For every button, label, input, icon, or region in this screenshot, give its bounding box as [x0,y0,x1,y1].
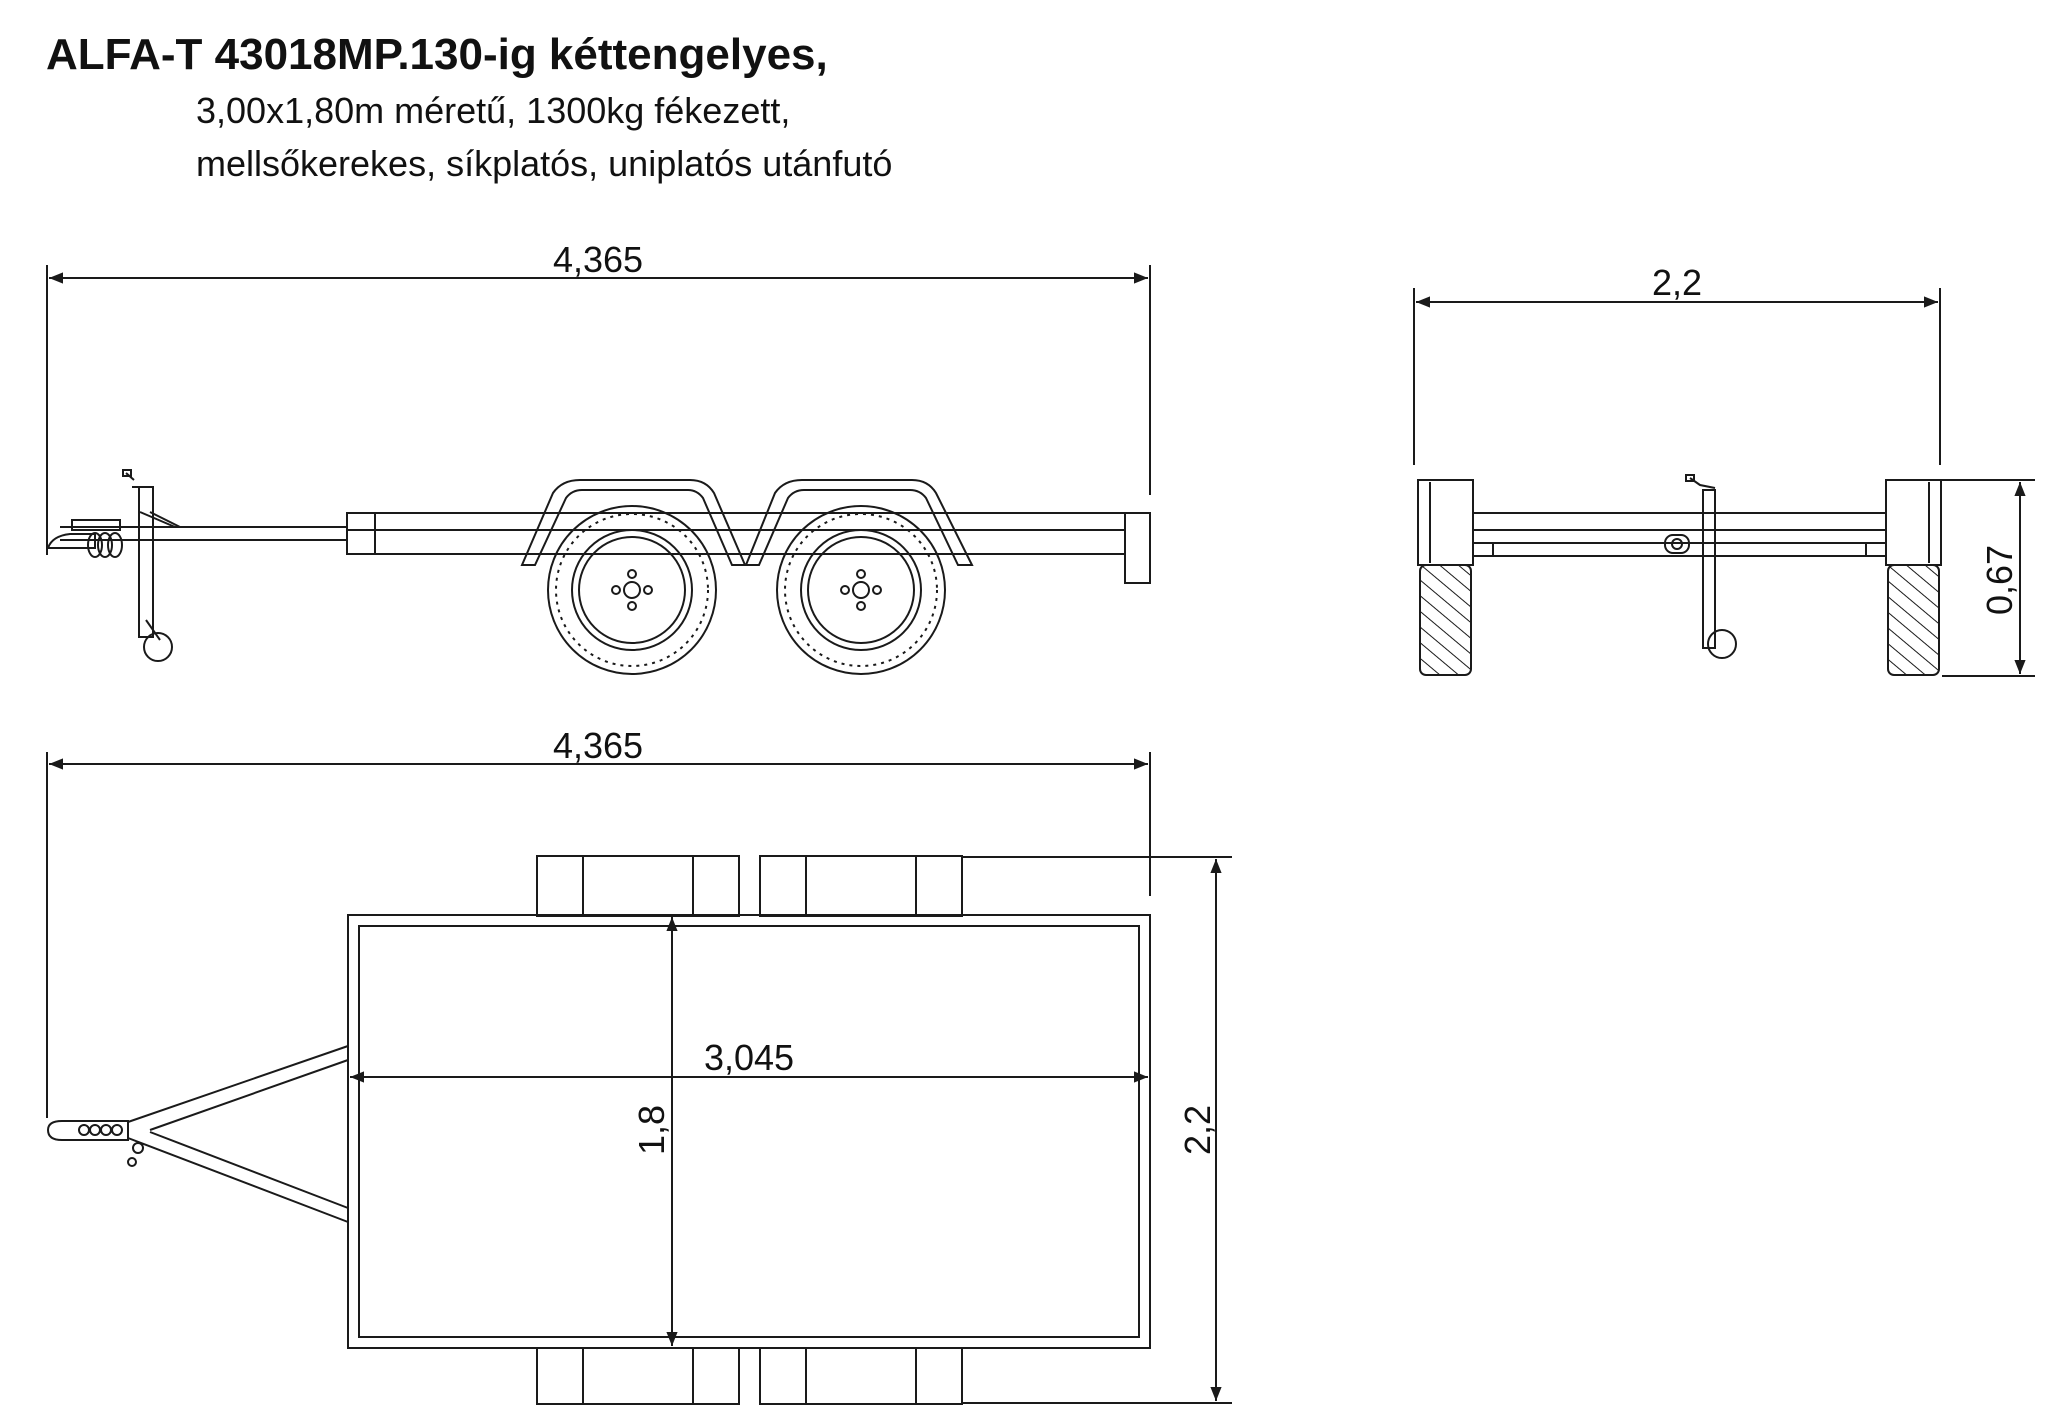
top-platform-width-label: 1,8 [631,1105,672,1155]
rear-coupling [1664,474,1737,659]
side-jockey-wheel [122,469,173,662]
side-coupling [46,511,181,558]
top-platform-length-label: 3,045 [704,1037,794,1078]
side-wheel-front [547,505,717,675]
side-fender-front [520,479,770,566]
side-frame [60,512,1151,584]
top-wheels [536,855,963,1405]
top-drawbar [46,1045,349,1223]
side-length-dimension: 4,365 [46,239,1151,555]
drawing-subtitle-line2: mellsőkerekes, síkplatós, uniplatós után… [196,143,893,184]
top-platform-width-dimension: 1,8 [631,917,678,1346]
top-length-dimension: 4,365 [46,725,1151,1118]
drawing-subtitle-line1: 3,00x1,80m méretű, 1300kg fékezett, [196,90,791,131]
rear-wheel-right [1885,479,1942,676]
top-view: 4,365 [46,725,1232,1405]
rear-height-dimension: 0,67 [1942,479,2035,677]
drawing-title: ALFA-T 43018MP.130-ig kéttengelyes, [46,30,828,79]
rear-wheel-left [1417,479,1474,676]
top-platform [347,914,1151,1349]
side-fender-rear [744,479,974,566]
rear-height-label: 0,67 [1979,545,2020,615]
rear-width-label: 2,2 [1652,262,1702,303]
top-width-label: 2,2 [1177,1105,1218,1155]
side-length-label: 4,365 [553,239,643,280]
rear-width-dimension: 2,2 [1413,262,1941,465]
top-length-label: 4,365 [553,725,643,766]
top-platform-length-dimension: 3,045 [350,1037,1148,1083]
top-width-dimension: 2,2 [962,856,1232,1404]
side-view: 4,365 [46,239,1151,675]
rear-view: 2,2 0,67 [1413,262,2035,677]
side-wheel-rear [776,505,946,675]
